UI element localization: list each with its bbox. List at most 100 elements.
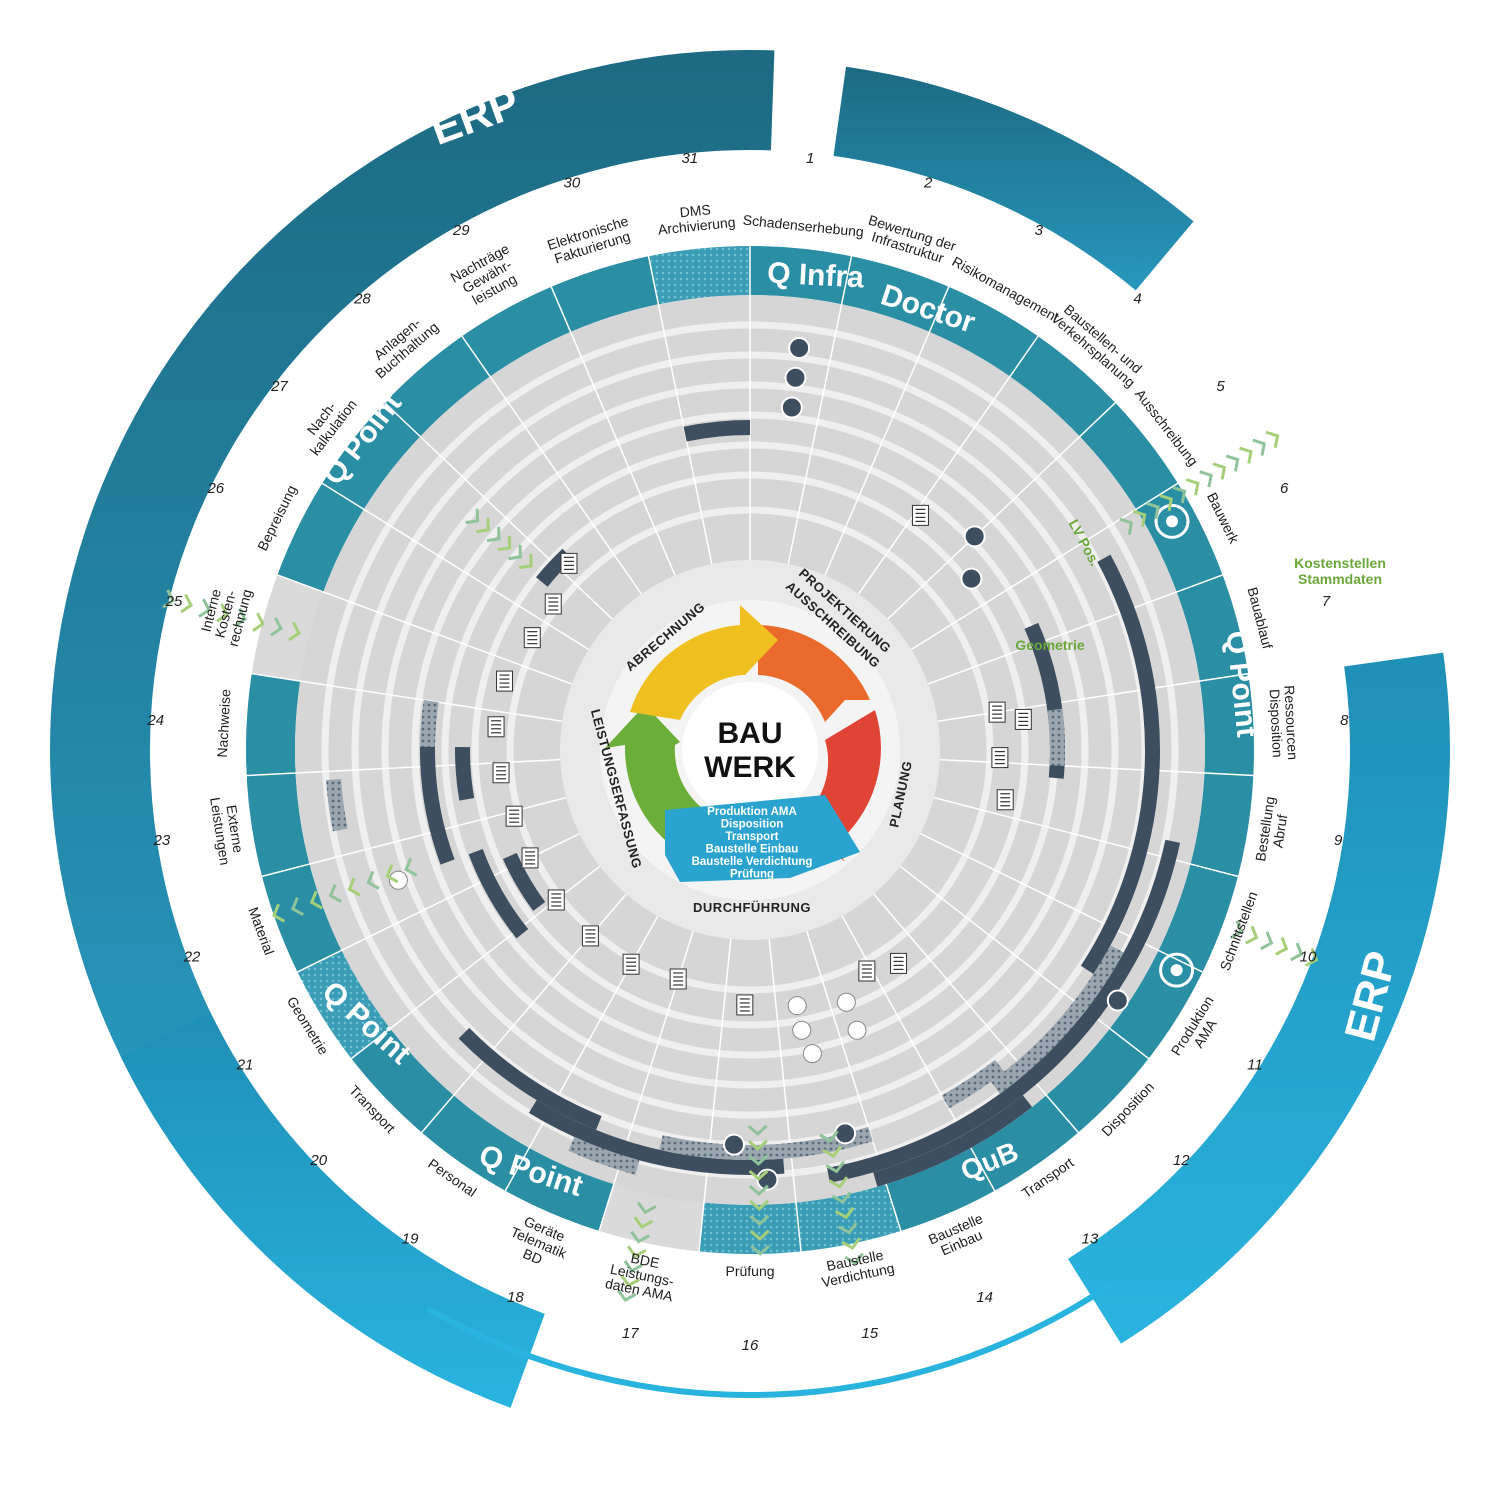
document-icon-5 bbox=[996, 789, 1014, 811]
arrow-kostenrechnung-chevron bbox=[216, 603, 229, 623]
arrow-bde-chevron-stroke bbox=[627, 1245, 647, 1259]
arrow-kostenstellen-chevron-stroke bbox=[1159, 494, 1174, 512]
arrow-kostenrechnung-chevron bbox=[288, 621, 301, 642]
arrow-kostenstellen-chevron bbox=[1172, 486, 1187, 504]
arrow-bde-chevron bbox=[617, 1289, 637, 1302]
arrow-verdichtung-chevron-stroke bbox=[748, 1169, 769, 1181]
arrow-verdichtung-chevron-stroke bbox=[748, 1154, 769, 1166]
document-icon-3 bbox=[988, 701, 1006, 723]
segment-number-7: 7 bbox=[1322, 593, 1331, 610]
arrow-verdichtung-chevron-stroke bbox=[748, 1184, 769, 1196]
arrow-verdichtung-chevron bbox=[747, 1139, 768, 1151]
spoke-25 bbox=[225, 669, 563, 722]
outer-rim bbox=[244, 244, 1256, 1256]
dark-block-7 bbox=[468, 848, 529, 939]
document-icon-17 bbox=[495, 670, 513, 692]
arrow-schnittstellen-chevron bbox=[1275, 936, 1289, 956]
ribbon-line-1: Produktion AMA bbox=[707, 806, 797, 818]
arrow-verdichtung-chevron bbox=[749, 1199, 770, 1211]
target-icon-dot-2 bbox=[1170, 964, 1183, 977]
segment-number-26: 26 bbox=[206, 480, 224, 497]
arrow-verdichtung-chevron-stroke bbox=[747, 1139, 768, 1151]
dark-block-3 bbox=[873, 1095, 1033, 1187]
arrow-einbau-chevron bbox=[825, 1160, 846, 1174]
dark-block-6 bbox=[420, 746, 455, 865]
callout-stammdaten: Stammdaten bbox=[1298, 571, 1382, 587]
arrow-einbau-chevron-stroke bbox=[841, 1237, 861, 1250]
segment-number-5: 5 bbox=[1216, 378, 1225, 395]
arrow-kostenrechnung-chevron bbox=[180, 593, 193, 614]
document-icon-15 bbox=[492, 762, 510, 784]
arrow-verdichtung-chevron-stroke bbox=[749, 1229, 770, 1241]
ribbon-text: Produktion AMADispositionTransportBauste… bbox=[692, 806, 813, 881]
target-icon-ring-1 bbox=[1154, 503, 1190, 539]
core-cycle: BAU WERK Produktion AMADispositionTransp… bbox=[560, 560, 940, 940]
dark-block-8 bbox=[502, 852, 546, 911]
hatched-block-4 bbox=[1047, 708, 1065, 766]
arrow-kostenstellen-chevron-stroke bbox=[1265, 430, 1280, 448]
arrow-verdichtung-chevron bbox=[749, 1214, 770, 1226]
arrow-verdichtung-chevron-stroke bbox=[750, 1244, 771, 1256]
arrow-material-chevron bbox=[404, 857, 418, 877]
spoke-17 bbox=[695, 938, 732, 1278]
arrow-kostenrechnung-chevron-stroke bbox=[252, 612, 265, 632]
dark-block-5 bbox=[458, 1027, 602, 1130]
arrow-material-chevron-stroke bbox=[385, 864, 399, 884]
spoke-12 bbox=[899, 865, 1170, 1076]
arrow-bde-chevron bbox=[636, 1201, 657, 1215]
document-icon-page bbox=[492, 762, 510, 784]
erp-lower-left-arc bbox=[120, 1013, 545, 1408]
spoke-29 bbox=[446, 314, 643, 595]
arrow-kostenstellen-chevron bbox=[1239, 446, 1253, 464]
segment-number-11: 11 bbox=[1247, 1057, 1263, 1074]
spoke-15 bbox=[806, 931, 910, 1256]
segment-number-4: 4 bbox=[1133, 291, 1141, 308]
spoke-26 bbox=[252, 565, 573, 685]
arrow-kostenstellen-chevron bbox=[1159, 494, 1174, 512]
document-icon-page bbox=[523, 627, 541, 649]
arrow-kostenstellen-chevron-stroke bbox=[1239, 446, 1253, 464]
segment-label-line: Nachweise bbox=[214, 688, 233, 757]
segment-number-13: 13 bbox=[1082, 1230, 1099, 1247]
arrow-kostenrechnung-chevron-stroke bbox=[198, 598, 211, 618]
segment-label-line: DMS bbox=[679, 201, 712, 220]
arrow-kostenstellen-chevron bbox=[1132, 509, 1147, 528]
spoke-16 bbox=[768, 938, 805, 1278]
core-center bbox=[682, 682, 818, 818]
arrow-nachkalkulation-chevron-stroke bbox=[497, 535, 512, 552]
document-icon-6 bbox=[890, 952, 908, 974]
arrow-kostenrechnung-chevron bbox=[162, 589, 175, 609]
ribbon-line-5: Baustelle Verdichtung bbox=[692, 856, 813, 868]
segment-label-1: Schadenserhebung bbox=[742, 212, 864, 240]
arrow-kostenrechnung-chevron-stroke bbox=[180, 593, 193, 614]
arrow-kostenrechnung-chevron bbox=[270, 617, 283, 637]
arrow-einbau-chevron bbox=[834, 1206, 855, 1220]
arrow-kostenstellen-chevron-stroke bbox=[1132, 509, 1147, 528]
core-title-line1: BAU bbox=[718, 717, 783, 750]
arrow-kostenstellen-chevron-stroke bbox=[1185, 478, 1200, 496]
arrow-einbau-chevron bbox=[822, 1145, 842, 1159]
document-icon-page bbox=[890, 952, 908, 974]
arrow-bde-chevron bbox=[627, 1245, 647, 1259]
spoke-10 bbox=[933, 796, 1264, 884]
arrow-material-chevron-stroke bbox=[347, 877, 361, 897]
dark-dot-6 bbox=[1106, 989, 1129, 1012]
arrow-schnittstellen-chevron bbox=[1260, 931, 1274, 951]
target-icon-ring-2 bbox=[1159, 952, 1195, 988]
document-icon-9 bbox=[669, 968, 687, 990]
arrow-schnittstellen-chevron-stroke bbox=[1245, 925, 1259, 945]
document-icon-page bbox=[495, 670, 513, 692]
arrow-material-chevron-stroke bbox=[366, 870, 380, 890]
arrow-kostenstellen-chevron bbox=[1265, 430, 1280, 448]
dark-block-12 bbox=[454, 747, 475, 801]
white-dot-3 bbox=[787, 996, 807, 1016]
document-icon-2 bbox=[1014, 708, 1032, 730]
hatched-block-2 bbox=[941, 1059, 1005, 1109]
arrow-einbau-chevron bbox=[828, 1176, 849, 1189]
band-hatch-dms bbox=[648, 245, 750, 305]
spoke-28 bbox=[365, 384, 613, 620]
segment-number-8: 8 bbox=[1340, 712, 1349, 729]
arrow-verdichtung-chevron-stroke bbox=[749, 1199, 770, 1211]
